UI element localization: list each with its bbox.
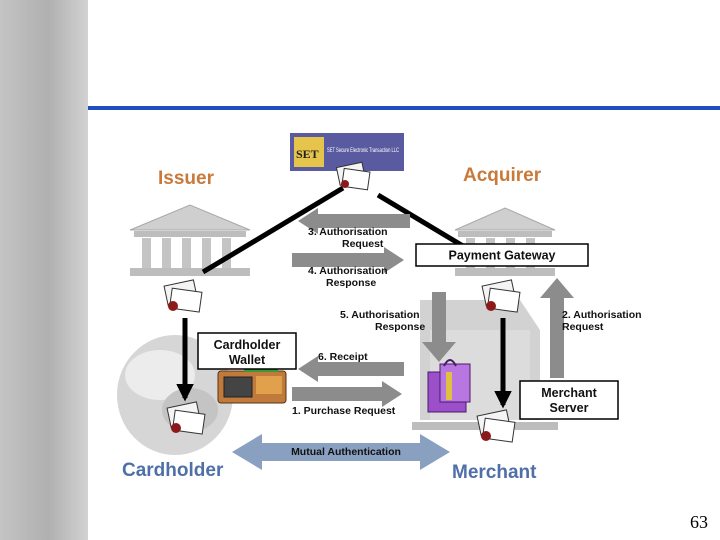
flow-label-3-line1: 3. Authorisation bbox=[308, 226, 388, 238]
arrow-receipt-6 bbox=[298, 356, 404, 382]
flow-label-4-line1: 4. Authorisation bbox=[308, 265, 388, 277]
flow-label-5-line2: Response bbox=[375, 321, 425, 333]
flow-label-1: 1. Purchase Request bbox=[292, 405, 396, 417]
arrow-authorisation-response-4 bbox=[292, 247, 404, 273]
page-number: 63 bbox=[690, 512, 708, 532]
shopping-bag-icon bbox=[427, 359, 471, 413]
certificate-icon bbox=[481, 279, 521, 313]
merchant-server-label-line1: Merchant bbox=[541, 386, 597, 400]
issuer-label: Issuer bbox=[158, 168, 215, 189]
arrow-mutual-authentication bbox=[232, 434, 450, 470]
left-sidebar bbox=[0, 0, 88, 540]
flow-label-2-line2: Request bbox=[562, 321, 604, 333]
arrow-purchase-request-1 bbox=[292, 381, 402, 407]
certificate-icon bbox=[476, 409, 516, 443]
wallet-icon bbox=[217, 366, 287, 404]
flow-label-3-line2: Request bbox=[342, 238, 384, 250]
certificate-icon bbox=[163, 279, 203, 313]
acquirer-label: Acquirer bbox=[463, 165, 542, 186]
flow-label-2-line1: 2. Authorisation bbox=[562, 309, 642, 321]
set-logo-mark: SET bbox=[296, 147, 319, 161]
merchant-server-box: Merchant Server bbox=[519, 380, 619, 420]
payment-gateway-box: Payment Gateway bbox=[415, 243, 589, 267]
merchant-server-label-line2: Server bbox=[550, 401, 589, 415]
issuer-bank-icon bbox=[129, 204, 251, 276]
flow-label-6: 6. Receipt bbox=[318, 351, 368, 363]
cardholder-wallet-label-line1: Cardholder bbox=[214, 338, 281, 352]
set-logo: SET SET Secure Electronic Transaction LL… bbox=[290, 133, 404, 171]
cardholder-wallet-label-line2: Wallet bbox=[229, 353, 266, 367]
cardholder-label: Cardholder bbox=[122, 460, 224, 481]
flow-label-4-line2: Response bbox=[326, 277, 376, 289]
arrow-authorisation-request-3 bbox=[298, 208, 410, 234]
merchant-label: Merchant bbox=[452, 462, 537, 483]
payment-gateway-label: Payment Gateway bbox=[449, 249, 556, 263]
certificate-icon bbox=[335, 161, 371, 191]
flow-label-5-line1: 5. Authorisation bbox=[340, 309, 420, 321]
arrow-authorisation-response-5 bbox=[422, 292, 456, 362]
cardholder-wallet-box: Cardholder Wallet bbox=[197, 332, 297, 370]
certificate-icon bbox=[166, 401, 206, 435]
arrow-authorisation-request-2 bbox=[540, 278, 574, 378]
set-logo-tagline: SET Secure Electronic Transaction LLC bbox=[327, 148, 399, 154]
mutual-authentication-label: Mutual Authentication bbox=[291, 446, 401, 458]
flow-arrows bbox=[232, 208, 574, 470]
title-rule bbox=[88, 106, 720, 110]
